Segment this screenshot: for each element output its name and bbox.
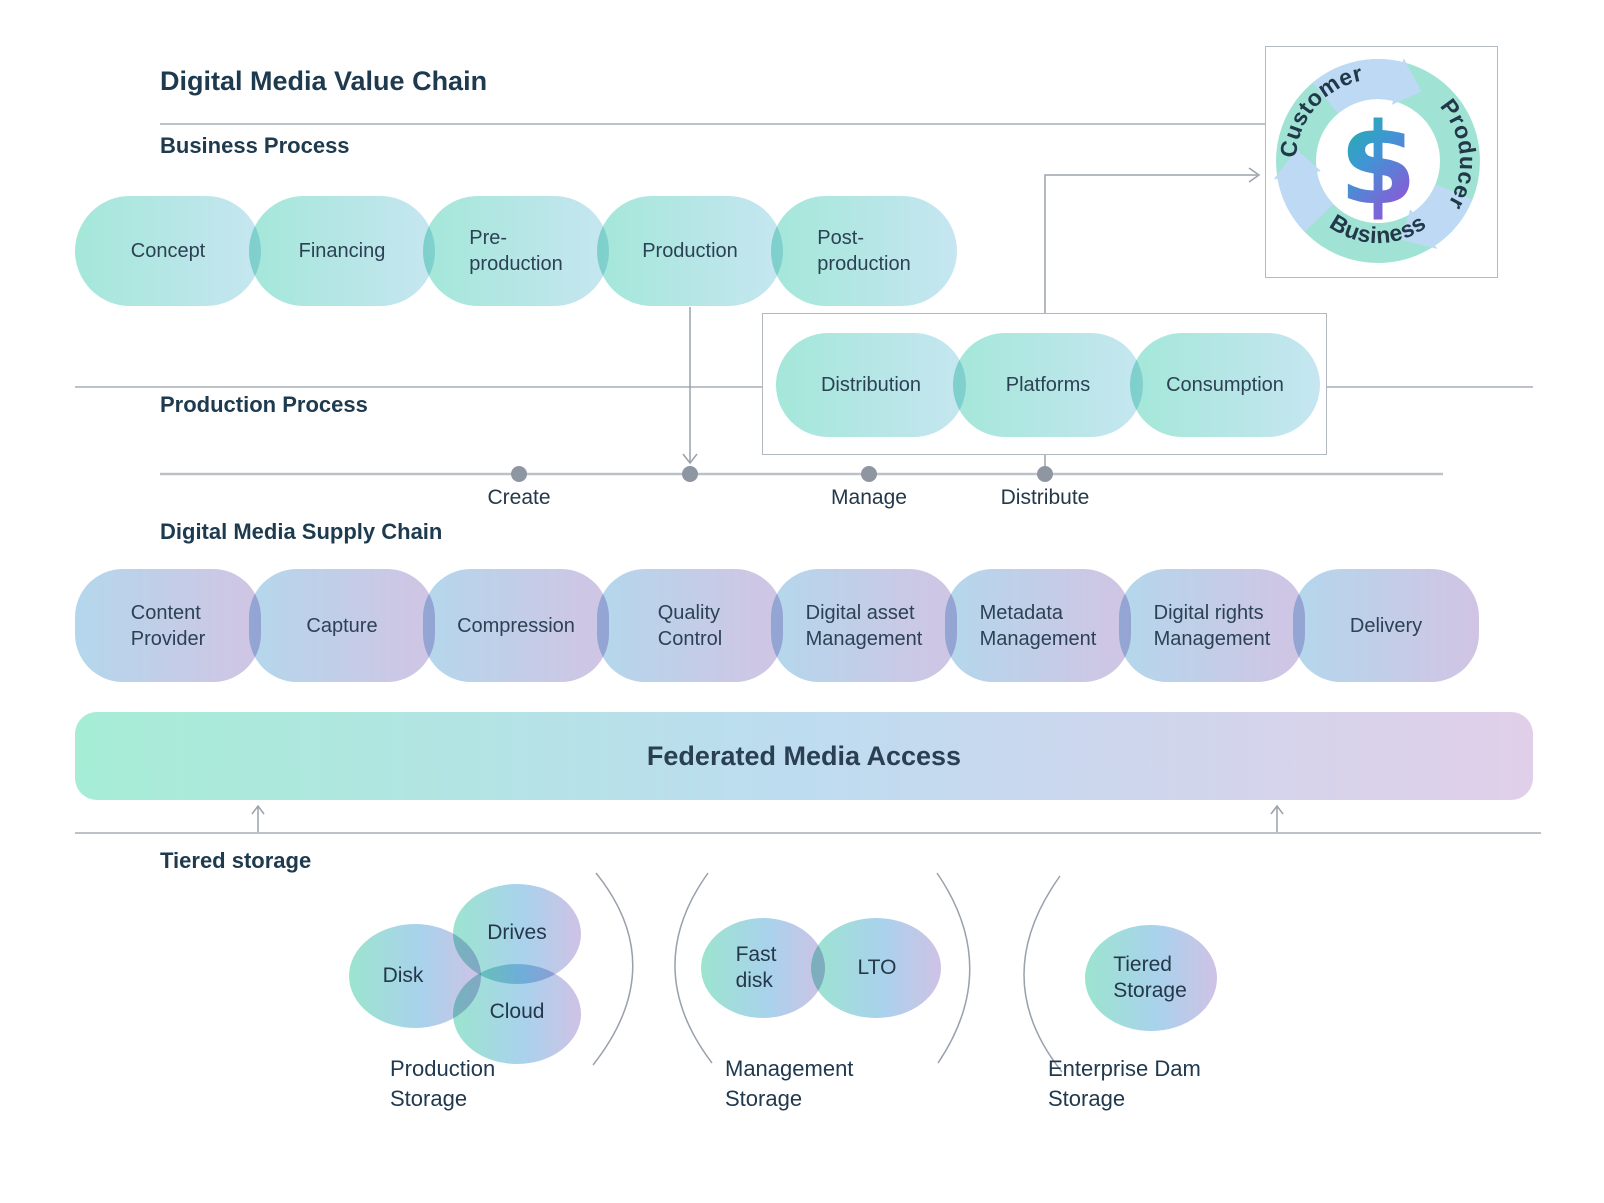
lto-ellipse [811,918,941,1018]
cloud-label-text: Cloud [489,999,545,1023]
pill-consumption: Consumption [1130,333,1320,437]
production-storage-caption: Production Storage [390,1056,496,1111]
milestone-distribute: Distribute [1000,486,1090,509]
pill-pre-production-label: Pre- production [469,227,563,275]
cycle-arrow-top-icon [1312,58,1422,115]
pill-distribution: Distribution [776,333,966,437]
pill-metadata-management: Metadata Management [945,569,1131,682]
connector-arrowhead-down-icon [682,453,698,465]
pill-delivery-label: Delivery [1349,614,1423,637]
timeline-dot-distribute [1037,466,1053,482]
pill-digital-rights-management-label: Digital rights Management [1153,601,1271,650]
cloud-ellipse [453,964,581,1064]
value-cycle-graphic: Customer Producer Business $ [1273,58,1481,263]
pill-consumption-label: Consumption [1166,374,1284,396]
pill-compression-label: Compression [457,614,575,637]
value-cycle-box: Customer Producer Business $ [1265,46,1498,278]
pill-content-provider-label: Content Provider [130,601,206,650]
pill-distribution-label: Distribution [820,374,922,396]
drives-label: Drives [467,911,567,955]
pill-compression: Compression [423,569,609,682]
storage-up-arrow-left [251,804,265,832]
tiered-storage-heading: Tiered storage [160,848,312,873]
pill-concept: Concept [75,196,261,306]
fast-disk-ellipse [701,918,825,1018]
pill-content-provider: Content Provider [75,569,261,682]
connector-arrowhead-right-icon [1248,167,1261,183]
pill-concept-label: Concept [130,240,206,262]
lto-label: LTO [827,946,927,990]
production-process-heading: Production Process [160,392,368,417]
management-storage-left-arc [674,872,713,1064]
federated-media-access-bar: Federated Media Access [75,712,1533,800]
enterprise-storage-left-arc [1023,875,1063,1073]
pill-financing-label: Financing [298,240,386,262]
pill-digital-rights-management: Digital rights Management [1119,569,1305,682]
distribution-group-box: Distribution Platforms Consumption [762,313,1327,455]
pill-delivery: Delivery [1293,569,1479,682]
fast-disk-label: Fast disk [706,941,806,995]
pill-capture: Capture [249,569,435,682]
page-title: Digital Media Value Chain [160,66,488,96]
lto-label-text: LTO [857,955,897,979]
disk-label-text: Disk [382,963,424,987]
pill-financing: Financing [249,196,435,306]
production-storage-right-arc [592,872,634,1066]
business-process-heading: Business Process [160,133,350,158]
milestone-create: Create [487,486,551,509]
management-storage-right-arc [936,872,971,1064]
distribution-to-cycle-connector [1044,174,1257,313]
tiered-storage-label: Tiered Storage [1090,951,1210,1005]
dollar-sign-icon: $ [1339,100,1417,230]
timeline-dot-create [511,466,527,482]
pill-production-label: Production [642,240,738,262]
pill-post-production: Post- production [771,196,957,306]
supply-chain-heading: Digital Media Supply Chain [160,519,443,544]
pill-quality-control: Quality Control [597,569,783,682]
tiered-storage-label-text: Tiered Storage [1113,952,1187,1002]
pill-platforms: Platforms [953,333,1143,437]
pill-metadata-management-label: Metadata Management [979,601,1097,650]
fast-disk-label-text: Fast disk [735,942,777,992]
pill-digital-asset-management: Digital asset Management [771,569,957,682]
federated-media-access-label: Federated Media Access [646,740,962,771]
management-storage-caption: Management Storage [725,1056,854,1111]
timeline-dot-production [682,466,698,482]
storage-up-arrow-right [1270,804,1284,832]
milestone-manage: Manage [831,486,907,509]
disk-label: Disk [353,954,453,998]
pill-production: Production [597,196,783,306]
cycle-arrow-bottom-left-icon [1273,149,1334,232]
pill-pre-production: Pre- production [423,196,609,306]
pill-quality-control-label: Quality Control [657,601,723,650]
pill-post-production-label: Post- production [817,227,911,275]
pill-digital-asset-management-label: Digital asset Management [805,601,923,650]
pill-capture-label: Capture [306,614,378,637]
cycle-arrow-bottom-right-icon [1400,183,1473,249]
timeline-dot-manage [861,466,877,482]
cloud-label: Cloud [467,990,567,1034]
pill-platforms-label: Platforms [1005,374,1091,396]
enterprise-dam-storage-caption: Enterprise Dam Storage [1048,1056,1201,1111]
tiered-storage-ellipse [1085,925,1217,1031]
drives-label-text: Drives [487,920,547,944]
